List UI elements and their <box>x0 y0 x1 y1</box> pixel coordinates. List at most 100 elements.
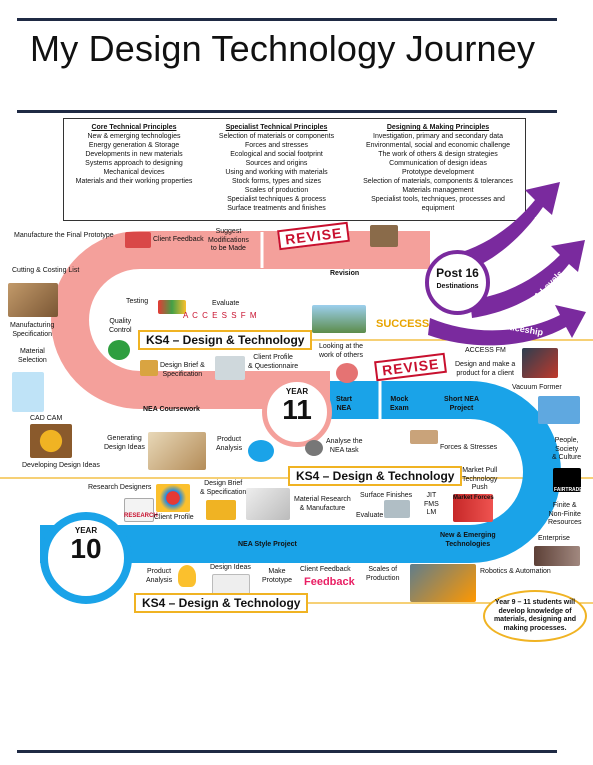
enterprise-image <box>534 546 580 566</box>
short-nea-label: Short NEA Project <box>444 396 479 412</box>
post16-circle: Post 16 Destinations <box>425 250 490 315</box>
finite-label: Finite & Non-Finite Resources <box>548 502 582 526</box>
specialist-item: Sources and origins <box>245 160 308 167</box>
fairtrade-logo <box>553 468 581 492</box>
access-fm-label: ACCESS FM <box>465 347 506 354</box>
client-feedback-image <box>125 232 151 248</box>
analyse-icon <box>305 440 323 456</box>
cad-cam-image <box>12 372 44 412</box>
product-analysis-top-label: Product Analysis <box>216 436 243 452</box>
designing-item: Communication of design ideas <box>389 160 487 167</box>
year10-circle: YEAR 10 <box>40 512 132 604</box>
designing-item: The work of others & design strategies <box>378 151 498 158</box>
testing-label: Testing <box>126 298 149 305</box>
client-profile-q-label: Client Profile & Questionnaire <box>248 354 299 370</box>
vacuum-former-image <box>538 396 580 424</box>
year11-number: 11 <box>282 394 312 425</box>
testing-image <box>158 300 186 314</box>
cutting-costing-label: Cutting & Costing List <box>12 267 80 274</box>
year10-year-label: YEAR <box>74 526 98 535</box>
specialist-item: Surface treatments and finishes <box>227 205 326 212</box>
gears-image <box>30 424 72 458</box>
alevels-arrow <box>470 240 585 318</box>
cad-cam-label: CAD CAM <box>30 415 63 422</box>
pink-road-year11 <box>51 231 430 409</box>
start-nea-label: Start NEA <box>336 396 352 412</box>
robotics-image <box>410 564 476 602</box>
client-image <box>522 348 558 378</box>
post16-title: Post 16 <box>436 266 479 280</box>
bottom-rule <box>17 750 557 753</box>
blue-road <box>40 381 561 563</box>
looking-others-label: Looking at the work of others <box>319 343 363 359</box>
ideas-sketch-image <box>148 432 206 470</box>
design-ideas-label: Design Ideas <box>210 564 251 571</box>
market-pull-label: Market Pull Technology Push <box>462 467 498 491</box>
design-make-client-label: Design and make a product for a client <box>455 361 516 377</box>
market-forces-text: Market Forces <box>453 495 494 501</box>
year11-circle: YEAR 11 <box>262 377 332 447</box>
material-selection-label: Material Selection <box>18 348 47 364</box>
forces-image <box>410 430 438 444</box>
surface-finishes-label: Surface Finishes <box>360 492 413 499</box>
core-principles-heading: Core Technical Principles <box>91 124 177 131</box>
manufacturing-spec-label: Manufacturing Specification <box>10 322 55 338</box>
specialist-item: Stock forms, types and sizes <box>231 178 322 185</box>
year10-number: 10 <box>70 533 102 564</box>
developing-ideas-label: Developing Design Ideas <box>22 462 100 469</box>
revision-label: Revision <box>330 270 360 277</box>
analyse-nea-label: Analyse the NEA task <box>326 438 363 454</box>
post16-subtitle: Destinations <box>436 283 479 290</box>
students-note-text: Year 9 – 11 students will develop knowle… <box>493 599 577 632</box>
specialist-item: Ecological and social footprint <box>230 151 323 158</box>
research-word: RESEARCH <box>124 513 158 519</box>
core-item: Mechanical devices <box>103 169 165 176</box>
specialist-item: Forces and stresses <box>244 142 309 149</box>
apprenticeship-arrow <box>428 305 586 346</box>
nea-style-label: NEA Style Project <box>238 541 297 548</box>
design-brief-label: Design Brief & Specification <box>160 362 205 378</box>
students-note: Year 9 – 11 students will develop knowle… <box>483 590 587 642</box>
enterprise-label: Enterprise <box>538 535 570 542</box>
core-item: Energy generation & Storage <box>88 142 180 149</box>
questionnaire-image <box>215 356 245 380</box>
client-feedback-label: Client Feedback <box>153 236 204 243</box>
ks4-label-middle: KS4 – Design & Technology <box>288 466 463 486</box>
core-item: Developments in new materials <box>85 151 183 158</box>
success-text: SUCCESS <box>376 318 430 330</box>
manufacture-final-label: Manufacture the Final Prototype <box>14 232 114 239</box>
new-emerging-label: New & Emerging Technologies <box>440 532 496 548</box>
specialist-item: Using and working with materials <box>225 169 328 176</box>
designing-item: Investigation, primary and secondary dat… <box>373 133 503 140</box>
feedback-word: Feedback <box>304 576 355 588</box>
material-research-label: Material Research & Manufacture <box>294 496 351 512</box>
ks4-label-year11: KS4 – Design & Technology <box>138 330 313 350</box>
materials-image <box>8 283 58 317</box>
suggest-mods-label: Suggest Modifications to be Made <box>208 228 249 252</box>
fairtrade-text: FAIRTRADE <box>554 487 583 493</box>
header-rule <box>17 110 557 113</box>
robotics-label: Robotics & Automation <box>480 568 551 575</box>
principles-box: Core Technical Principles New & emerging… <box>63 118 526 221</box>
page-title: My Design Technology Journey <box>30 28 536 69</box>
core-principles-column: Core Technical Principles New & emerging… <box>66 123 202 186</box>
designing-item: Materials management <box>402 187 474 194</box>
designing-principles-column: Designing & Making Principles Investigat… <box>352 123 524 213</box>
market-forces-image <box>453 494 493 522</box>
core-item: Systems approach to designing <box>85 160 183 167</box>
year11-year-label: YEAR <box>285 387 309 396</box>
evaluate-top-label: Evaluate <box>212 300 240 307</box>
mountain-image <box>312 305 366 333</box>
client-feedback-bottom-label: Client Feedback <box>300 566 351 573</box>
core-item: New & emerging technologies <box>87 133 181 140</box>
magnifier-icon <box>336 363 358 383</box>
research-designers-label: Research Designers <box>88 484 152 491</box>
designing-principles-heading: Designing & Making Principles <box>386 124 490 131</box>
designing-item: Selection of materials, components & tol… <box>363 178 513 185</box>
forces-stresses-label: Forces & Stresses <box>440 444 498 451</box>
generating-ideas-label: Generating Design Ideas <box>104 435 145 451</box>
research-image <box>124 498 154 522</box>
vacuum-former-label: Vacuum Former <box>512 384 562 391</box>
evaluate-bottom-label: Evaluate <box>356 512 384 519</box>
specialist-principles-column: Specialist Technical Principles Selectio… <box>204 123 349 213</box>
